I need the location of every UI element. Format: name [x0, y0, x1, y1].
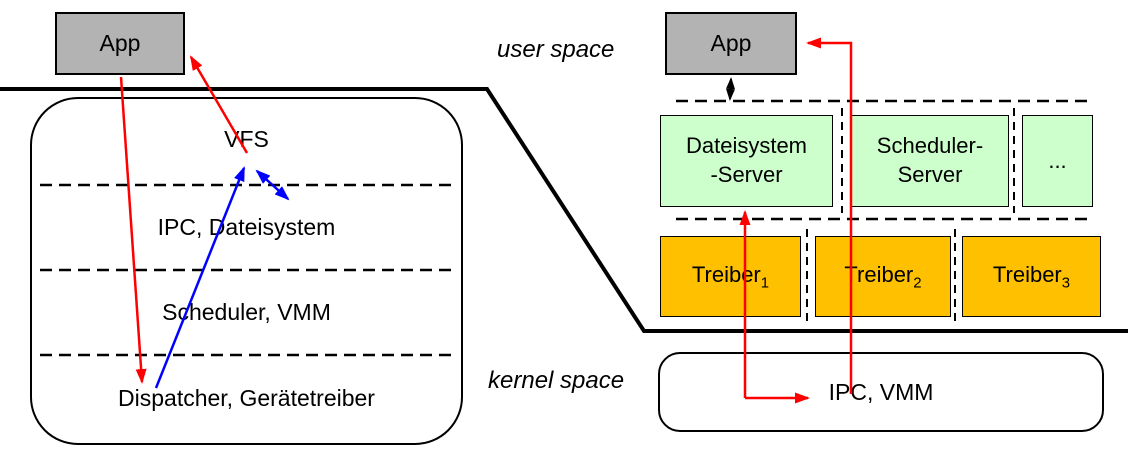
microkernel-label: IPC, VMM [828, 378, 934, 405]
layer-scheduler-vmm: Scheduler, VMM [162, 299, 331, 325]
driver-box-2: Treiber2 [815, 236, 951, 317]
server-label-line1: ... [1048, 147, 1067, 173]
left-app-label: App [99, 30, 141, 56]
server-label-line1: Scheduler- [876, 133, 984, 159]
server-label-line2: Server [897, 162, 963, 187]
server-label-line2: -Server [710, 162, 783, 187]
server-box-scheduler: Scheduler- Server [851, 115, 1009, 207]
microkernel-box: IPC, VMM [658, 352, 1104, 432]
driver-box-3: Treiber3 [962, 236, 1101, 317]
layer-ipc-dateisystem: IPC, Dateisystem [157, 214, 336, 240]
driver-subscript: 1 [760, 274, 770, 292]
driver-subscript: 2 [913, 274, 922, 292]
right-app-label: App [710, 30, 752, 56]
server-box-ellipsis: ... [1022, 115, 1093, 207]
driver-box-1: Treiber1 [660, 236, 801, 317]
layer-dispatcher-geraetetreiber: Dispatcher, Gerätetreiber [118, 385, 375, 411]
red-arrow-ipc-to-app [806, 37, 853, 394]
driver-label: Treiber3 [992, 261, 1071, 292]
user-space-label: user space [497, 36, 615, 63]
layer-vfs: VFS [224, 126, 269, 152]
server-box-dateisystem: Dateisystem -Server [660, 115, 833, 207]
server-label-line1: Dateisystem [685, 133, 808, 159]
black-double-arrow-app-servers [726, 77, 735, 101]
right-app-box: App [665, 12, 797, 75]
kernel-space-label: kernel space [488, 367, 625, 394]
driver-label: Treiber1 [691, 261, 770, 292]
driver-subscript: 3 [1061, 274, 1071, 292]
driver-label: Treiber2 [844, 261, 922, 292]
left-app-box: App [55, 12, 185, 75]
